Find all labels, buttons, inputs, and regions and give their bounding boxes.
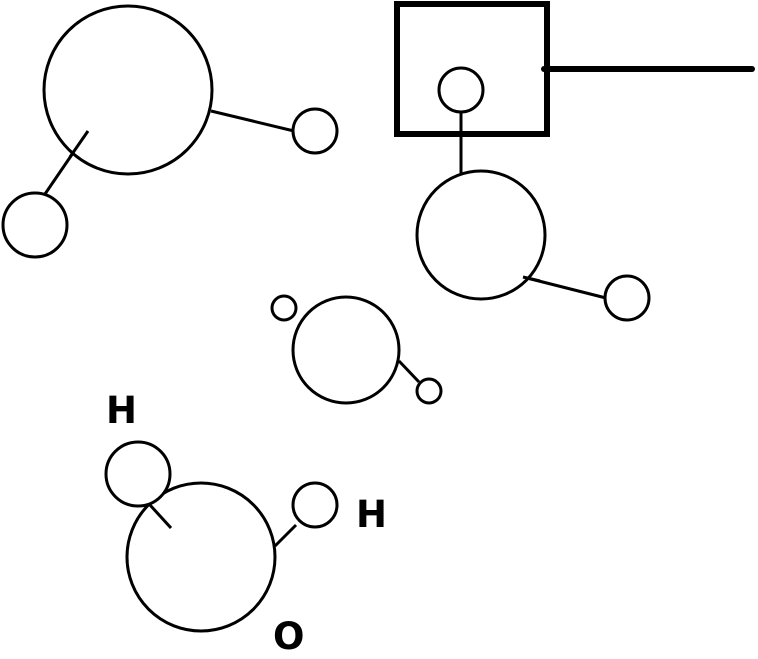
hydrogen-atom-top-left-lower bbox=[1, 191, 69, 259]
oxygen-atom-middle bbox=[291, 295, 401, 405]
bond-top-right-right-stub bbox=[522, 275, 541, 283]
bond-middle-right bbox=[397, 359, 421, 384]
molecule-top-left bbox=[1, 4, 339, 259]
label-hydrogen-left: H bbox=[106, 389, 137, 432]
bond-bottom-left bbox=[148, 503, 173, 530]
label-hydrogen-right: H bbox=[356, 493, 387, 536]
molecule-middle bbox=[270, 294, 443, 405]
molecule-top-right bbox=[394, 1, 755, 322]
hydrogen-atom-top-right-right bbox=[603, 274, 651, 322]
hydrogen-atom-bottom-right bbox=[291, 481, 339, 529]
oxygen-atom-top-right bbox=[415, 169, 547, 301]
molecule-bottom-labeled: H H O bbox=[104, 389, 387, 658]
hydrogen-atom-middle-right bbox=[415, 377, 443, 405]
highlight-box bbox=[394, 1, 550, 137]
hydrogen-atom-top-right-upper bbox=[437, 66, 485, 114]
bond-top-left-lower-stub bbox=[68, 130, 90, 158]
label-oxygen: O bbox=[273, 615, 304, 658]
bond-bottom-right bbox=[273, 523, 298, 548]
hydrogen-atom-bottom-left bbox=[104, 440, 172, 508]
bond-top-left-right bbox=[210, 109, 295, 133]
oxygen-atom-top-left bbox=[42, 4, 214, 176]
hydrogen-atom-top-left-right bbox=[291, 107, 339, 155]
hydrogen-atom-middle-upper bbox=[270, 294, 298, 322]
